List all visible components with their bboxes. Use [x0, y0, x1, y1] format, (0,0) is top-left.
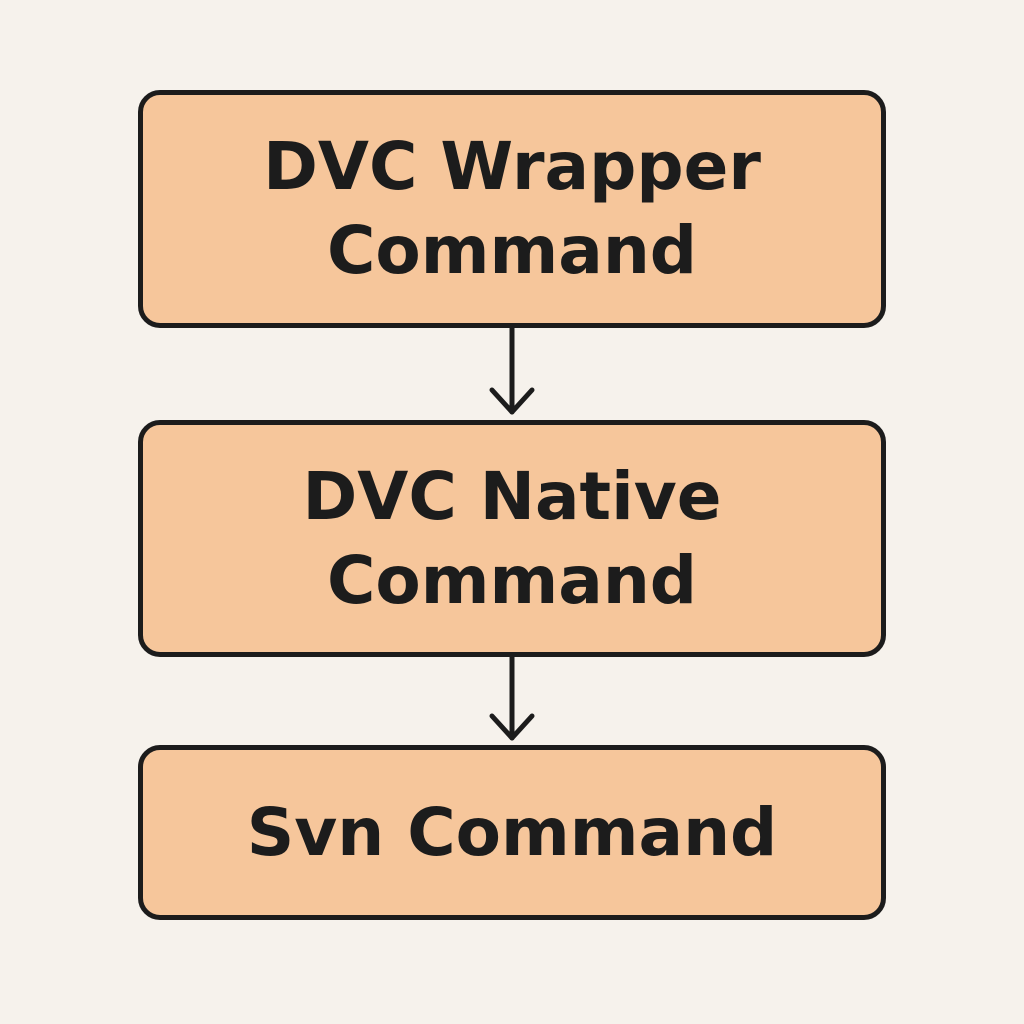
- box-label-line: Command: [326, 212, 698, 289]
- arrow-2: [489, 654, 535, 741]
- svn-command-box: Svn Command: [138, 745, 886, 920]
- box-label-line: DVC Native: [302, 457, 722, 535]
- box-label-line: DVC Wrapper: [263, 128, 761, 205]
- arrow-1: [489, 325, 535, 415]
- box-label-line: Svn Command: [246, 793, 778, 871]
- box-label-line: Command: [326, 541, 698, 619]
- dvc-wrapper-command-box: DVC Wrapper Command: [138, 90, 886, 328]
- dvc-native-command-box: DVC Native Command: [138, 420, 886, 657]
